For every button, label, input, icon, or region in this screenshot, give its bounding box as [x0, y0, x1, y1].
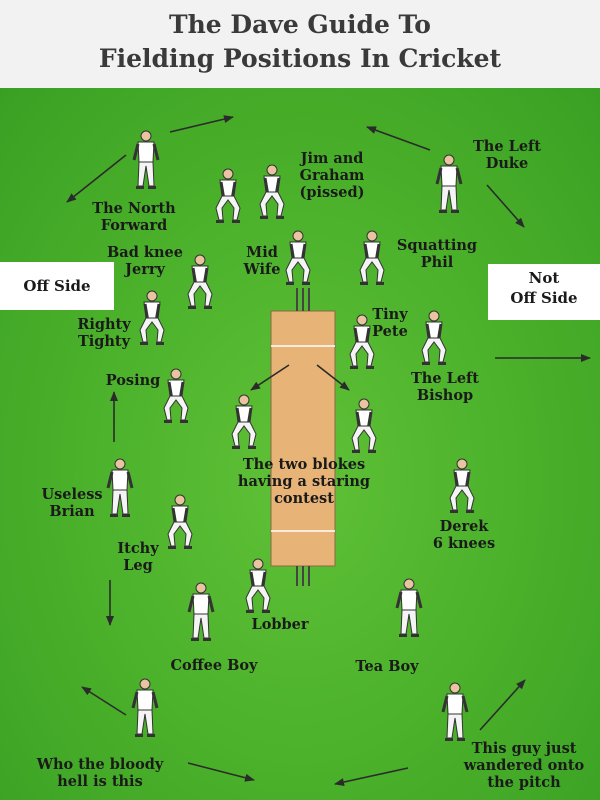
arrow-who-right: [187, 762, 255, 782]
label-staring-contest: The two blokes having a staring contest: [237, 456, 371, 507]
label-itchy-leg: Itchy Leg: [117, 540, 159, 574]
fielder-graham: [258, 163, 286, 221]
label-squatting-phil: Squatting Phil: [396, 237, 478, 271]
not-off-side-line-2: Off Side: [510, 289, 578, 307]
arrow-staring-right: [316, 364, 350, 391]
fielder-coffee-boy: [187, 581, 215, 643]
fielder-staring-left: [230, 393, 258, 451]
arrow-left-duke-left: [366, 126, 431, 151]
label-bad-knee-jerry: Bad knee Jerry: [107, 244, 183, 278]
label-left-duke: The Left Duke: [473, 138, 541, 172]
stumps-top: [296, 288, 310, 311]
label-who-bloody-hell: Who the bloody hell is this: [36, 756, 164, 790]
label-north-forward: The North Forward: [92, 200, 176, 234]
fielder-left-bishop: [420, 309, 448, 367]
arrow-wandered-up: [479, 679, 526, 731]
not-off-side-box: Not Off Side: [488, 264, 600, 320]
off-side-box: Off Side: [0, 262, 114, 310]
arrow-who-up: [81, 686, 127, 716]
arrow-wandered-left: [334, 767, 409, 786]
label-righty-tighty: Righty Tighty: [77, 316, 131, 350]
fielder-tea-boy: [395, 577, 423, 639]
fielder-derek: [448, 457, 476, 515]
title-banner: The Dave Guide To Fielding Positions In …: [0, 0, 600, 88]
fielder-wandered-pitch: [441, 681, 469, 743]
fielder-staring-right: [350, 397, 378, 455]
fielder-righty-tighty: [138, 289, 166, 347]
fielder-itchy-leg: [166, 493, 194, 551]
fielder-posing: [162, 367, 190, 425]
fielder-lobber: [244, 557, 272, 615]
label-lobber: Lobber: [251, 616, 309, 633]
label-tiny-pete: Tiny Pete: [372, 306, 408, 340]
pitch: [270, 310, 336, 567]
label-mid-wife: Mid Wife: [243, 244, 281, 278]
label-coffee-boy: Coffee Boy: [170, 657, 258, 674]
label-posing: Posing: [105, 372, 161, 389]
label-jim-graham: Jim and Graham (pissed): [299, 150, 365, 201]
fielder-left-duke: [435, 153, 463, 215]
arrow-left-duke-down: [486, 184, 525, 228]
stumps-bottom: [296, 566, 310, 586]
not-off-side-line-1: Not: [528, 269, 560, 287]
title-line-2: Fielding Positions In Cricket: [98, 44, 502, 73]
label-useless-brian: Useless Brian: [41, 486, 103, 520]
fielder-squatting-phil: [358, 229, 386, 287]
label-tea-boy: Tea Boy: [355, 658, 419, 675]
fielder-useless-brian: [106, 457, 134, 519]
arrow-staring-left: [250, 364, 290, 391]
fielder-bad-knee-jerry: [186, 253, 214, 311]
label-derek: Derek 6 knees: [432, 518, 496, 552]
title-line-1: The Dave Guide To: [169, 10, 431, 39]
label-left-bishop: The Left Bishop: [411, 370, 479, 404]
label-wandered-pitch: This guy just wandered onto the pitch: [463, 740, 585, 791]
arrow-north-forward-down: [66, 154, 127, 203]
arrow-north-forward-right: [169, 115, 234, 133]
fielder-tiny-pete: [348, 313, 376, 371]
fielder-jim: [214, 167, 242, 225]
fielder-mid-wife: [284, 229, 312, 287]
fielder-north-forward: [132, 129, 160, 191]
fielder-who-bloody-hell: [131, 677, 159, 739]
